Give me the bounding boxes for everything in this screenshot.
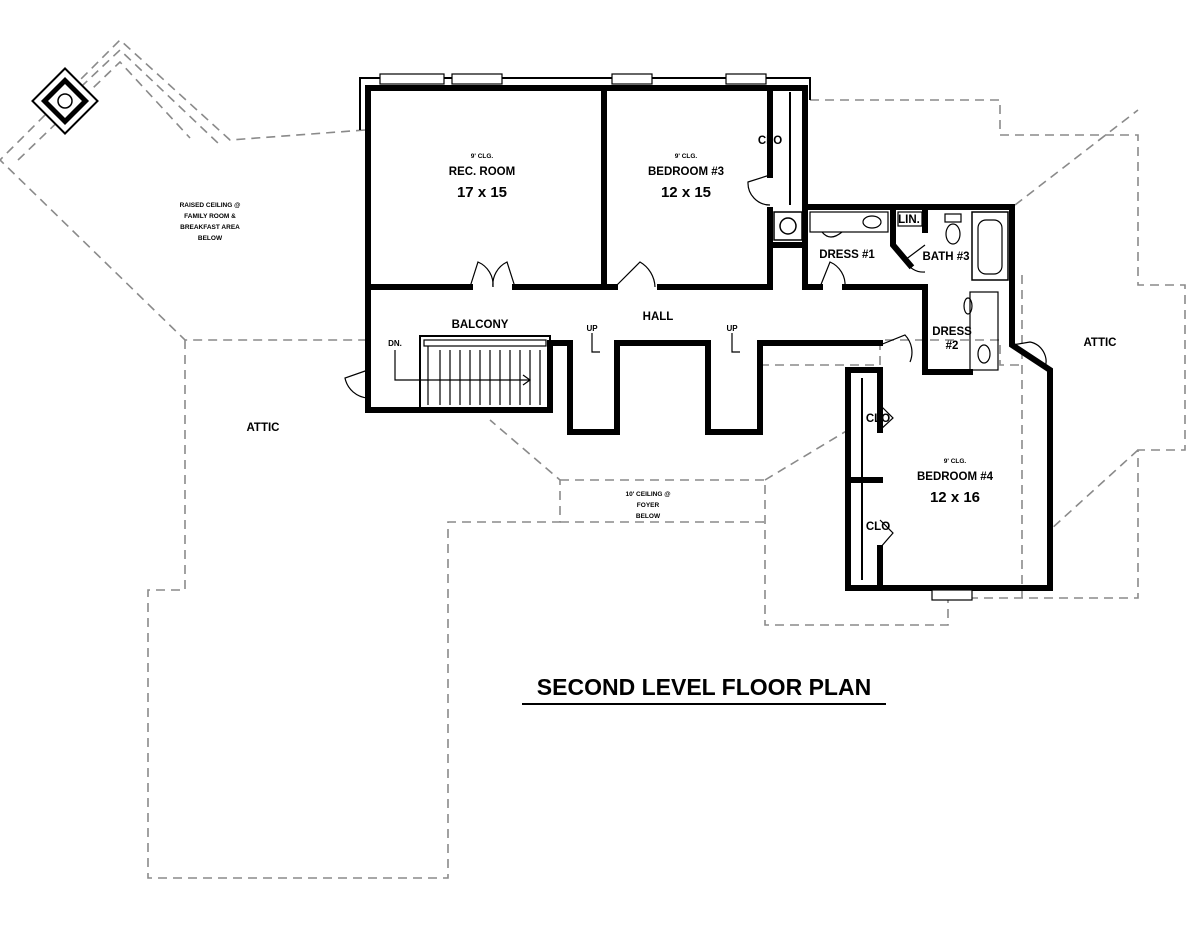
plan-title-text: SECOND LEVEL FLOOR PLAN: [537, 674, 871, 700]
fireplace-chimney: [31, 67, 99, 135]
closet-label-bedroom3: CLO: [758, 135, 782, 147]
bedroom3-size: 12 x 15: [661, 184, 711, 201]
closet-label-bedroom4-a: CLO: [866, 413, 890, 425]
staircase: [394, 333, 740, 409]
rec-room-ceiling: 9' CLG.: [471, 153, 494, 160]
bedroom3-name: BEDROOM #3: [648, 166, 724, 178]
attic-label-left: ATTIC: [246, 422, 279, 434]
foyer-ceiling-note-1: 10' CEILING @: [625, 491, 670, 498]
attic-label-right: ATTIC: [1083, 337, 1116, 349]
raised-ceiling-note-3: BREAKFAST AREA: [180, 224, 240, 231]
linen-label: LIN.: [898, 214, 920, 226]
bedroom4-size: 12 x 16: [930, 489, 980, 506]
foyer-ceiling-note-2: FOYER: [637, 502, 660, 509]
rec-room-name: REC. ROOM: [449, 166, 515, 178]
doors: [344, 174, 1047, 549]
plan-notes: RAISED CEILING @ FAMILY ROOM & BREAKFAST…: [180, 202, 1117, 520]
bedroom4-name: BEDROOM #4: [917, 471, 994, 483]
stair-down-label: DN.: [388, 339, 402, 348]
rec-room-size: 17 x 15: [457, 184, 507, 201]
room-labels: 9' CLG. REC. ROOM 17 x 15 9' CLG. BEDROO…: [388, 135, 994, 533]
balcony-label: BALCONY: [452, 319, 509, 331]
dress2-label-line2: #2: [946, 340, 959, 352]
bath3-label: BATH #3: [922, 251, 969, 263]
roof-outline-dashed: [0, 38, 1186, 879]
dress1-label: DRESS #1: [819, 249, 875, 261]
bedroom4-ceiling: 9' CLG.: [944, 458, 967, 465]
dress2-label-line1: DRESS: [932, 326, 972, 338]
bedroom3-ceiling: 9' CLG.: [675, 153, 698, 160]
walls-interior: [365, 85, 973, 591]
plan-title: SECOND LEVEL FLOOR PLAN: [522, 674, 886, 705]
hall-label: HALL: [643, 311, 674, 323]
fixtures: [773, 211, 1009, 371]
raised-ceiling-note-2: FAMILY ROOM &: [184, 213, 236, 220]
raised-ceiling-note-4: BELOW: [198, 235, 223, 242]
stair-up-label-left: UP: [586, 324, 598, 333]
raised-ceiling-note-1: RAISED CEILING @: [180, 202, 241, 209]
stair-up-label-right: UP: [726, 324, 738, 333]
foyer-ceiling-note-3: BELOW: [636, 513, 661, 520]
closet-label-bedroom4-b: CLO: [866, 521, 890, 533]
windows: [379, 73, 973, 601]
